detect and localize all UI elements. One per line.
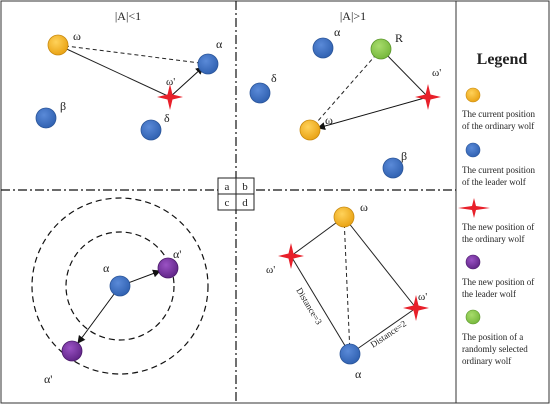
quadrant-a-title: |A|<1 [115,9,141,23]
line-r-omega-dashed [309,48,382,131]
delta-label-b: δ [271,71,277,85]
distance-3-label: Distance=3 [294,286,324,327]
quadrant-d: ω ω' ω' α Distance=3 Distance=2 [266,200,429,381]
omega-label: ω [73,29,81,43]
line-star-left-to-alpha [290,255,351,355]
legend-item-5-line1: The position of a [462,332,523,342]
beta-wolf [35,107,57,129]
omega-prime-label: ω' [166,76,175,88]
legend-item-1-line2: of the ordinary wolf [462,121,534,131]
legend-item-5-line3: ordinary wolf [462,356,511,366]
omega-wolf [47,34,69,56]
alpha-label-d: α [355,367,362,381]
quadrant-b-title: |A|>1 [340,9,366,23]
quadrant-b: α R δ ω' ω β [249,25,441,179]
random-wolf [370,38,392,60]
legend-item-2-line1: The current position [462,165,535,175]
omega-wolf-d [333,206,355,228]
omega-prime-star-d-left [278,243,304,269]
omega-prime-label-d-left: ω' [266,264,275,276]
alpha-label: α [216,37,223,51]
omega-prime-star [157,84,183,110]
legend-item-3-line1: The new position of [462,222,534,232]
legend-swatch-leader [465,142,481,158]
omega-prime-label-b: ω' [432,67,441,79]
delta-label: δ [164,111,170,125]
legend: Legend The current position of the ordin… [458,51,535,366]
outer-dashed-circle [31,197,209,375]
alpha-label-c: α [103,261,110,275]
delta-wolf-b [249,82,271,104]
quadrant-index-grid: a b c d [217,177,255,211]
beta-label: β [60,99,66,113]
line-omega-alpha-dashed-d [343,216,351,355]
grid-label-c: c [225,197,230,209]
grid-label-b: b [242,181,248,193]
omega-prime-label-d-right: ω' [418,291,427,303]
delta-wolf [140,119,162,141]
alpha-wolf-c [109,275,131,297]
alpha-prime-upper [157,257,179,279]
legend-swatch-ordinary [465,87,481,103]
omega-prime-star-b [415,84,441,110]
arrow-new-to-omega [317,96,429,130]
alpha-prime-lower [61,340,83,362]
legend-item-1-line1: The current position [462,109,535,119]
legend-item-3-line2: the ordinary wolf [462,234,524,244]
legend-swatch-new-ordinary [458,198,490,218]
quadrant-a: ω α ω' β δ [35,29,223,141]
grid-label-d: d [242,197,248,209]
random-label: R [395,31,403,45]
line-omega-to-star-left [290,216,345,257]
beta-label-b: β [401,149,407,163]
grid-label-a: a [225,181,230,193]
line-r-to-new [380,48,429,98]
distance-2-label: Distance=2 [369,318,409,349]
omega-prime-star-d-right [403,295,429,321]
alpha-prime-label-lower: α' [44,372,52,386]
legend-item-4-line2: the leader wolf [462,289,516,299]
alpha-wolf [197,53,219,75]
quadrant-c: α α' α' [31,197,209,386]
legend-swatch-new-leader [465,254,481,270]
line-omega-alpha-dashed [57,44,209,65]
omega-label-d: ω [360,200,368,214]
legend-title: Legend [477,51,528,68]
alpha-wolf-b [312,37,334,59]
inner-dashed-circle [65,231,175,341]
legend-swatch-random [465,309,481,325]
omega-label-b: ω [325,113,333,127]
line-omega-to-star-right [343,216,417,309]
legend-item-2-line2: of the leader wolf [462,177,526,187]
line-omega-to-new [57,44,171,98]
arrow-new-to-alpha [169,66,204,98]
arrow-alpha-to-lower [77,285,121,344]
legend-item-4-line1: The new position of [462,277,534,287]
alpha-wolf-d [339,343,361,365]
alpha-label-b: α [334,25,341,39]
legend-item-5-line2: randomly selected [462,344,528,354]
beta-wolf-b [382,157,404,179]
line-star-right-to-alpha [349,307,417,355]
alpha-prime-label-upper: α' [173,247,181,261]
omega-wolf-b [299,119,321,141]
